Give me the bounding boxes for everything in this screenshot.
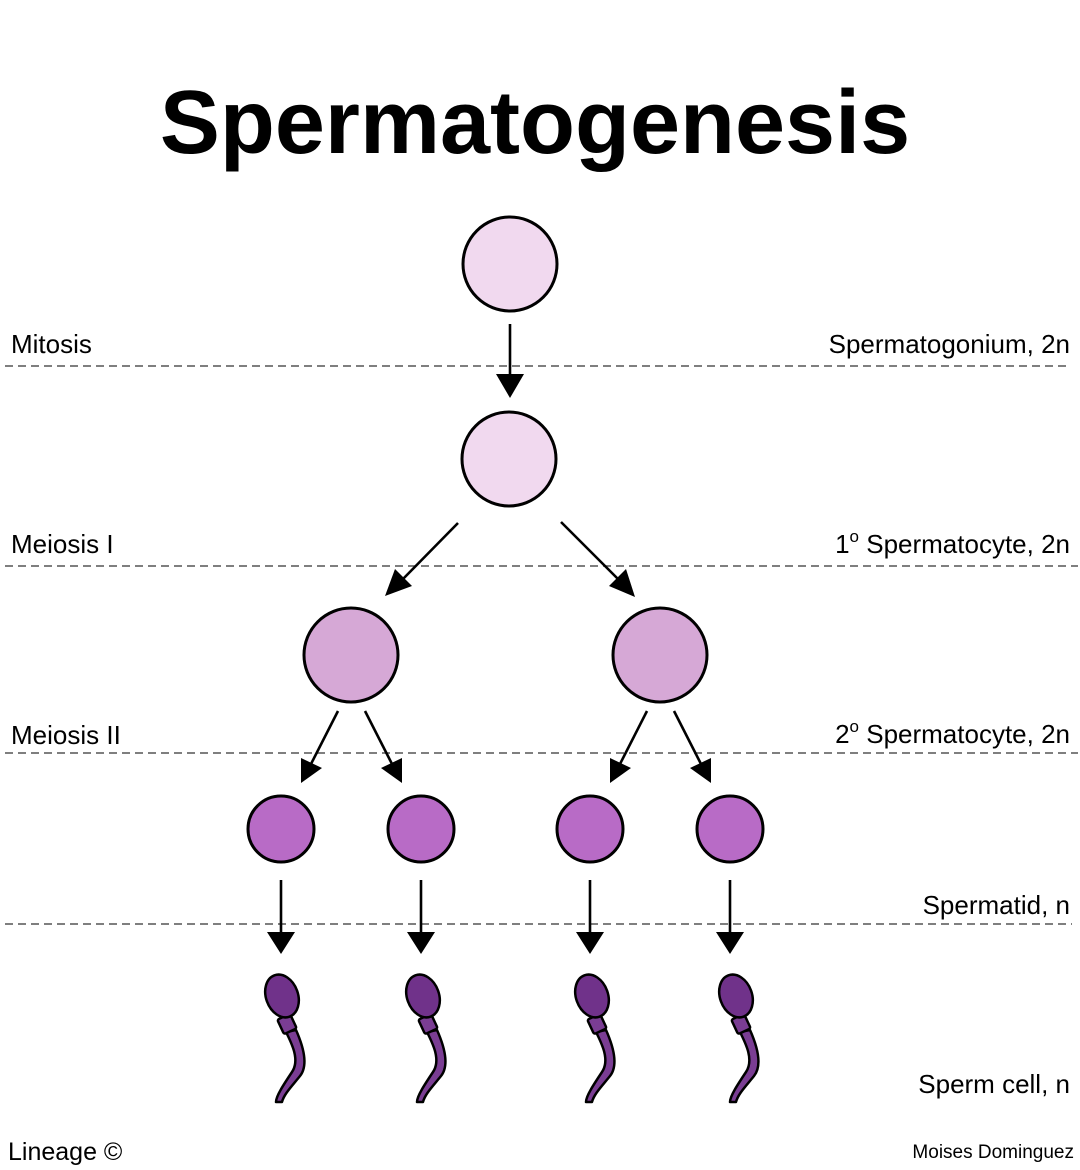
- arrow-meiosis-1-left: [385, 522, 459, 596]
- arrow-spermiogenesis: [716, 880, 744, 954]
- stage-label-primary-spermatocyte: 1o Spermatocyte, 2n: [835, 527, 1070, 559]
- arrow-meiosis-2: [363, 710, 402, 783]
- secondary-spermatocyte-cell: [302, 606, 400, 704]
- arrow-meiosis-1-right: [560, 521, 635, 597]
- arrow-spermiogenesis: [576, 880, 604, 954]
- arrow-spermiogenesis: [407, 880, 435, 954]
- stage-label-sperm-cell: Sperm cell, n: [918, 1069, 1070, 1099]
- arrow-meiosis-2: [301, 710, 340, 783]
- sperm-cell-icon: [258, 968, 306, 1104]
- spermatid-cell: [246, 794, 316, 864]
- phase-label-meiosis-2: Meiosis II: [11, 720, 121, 750]
- author-credit: Moises Dominguez: [912, 1142, 1074, 1163]
- primary-spermatocyte-cell: [460, 410, 558, 508]
- diagram-title: Spermatogenesis: [160, 73, 910, 173]
- secondary-spermatocyte-cell: [611, 606, 709, 704]
- arrow-mitosis: [496, 324, 524, 398]
- spermatogonium-cell: [461, 215, 559, 313]
- stage-label-spermatogonium: Spermatogonium, 2n: [829, 329, 1070, 359]
- sperm-cell-icon: [712, 968, 760, 1104]
- lineage-credit: Lineage ©: [8, 1138, 123, 1166]
- stage-label-spermatid: Spermatid, n: [923, 890, 1070, 920]
- spermatid-cell: [555, 794, 625, 864]
- arrow-meiosis-2: [610, 710, 649, 783]
- phase-label-mitosis: Mitosis: [11, 329, 92, 359]
- arrow-spermiogenesis: [267, 880, 295, 954]
- spermatid-cell: [386, 794, 456, 864]
- spermatid-cell: [695, 794, 765, 864]
- sperm-cell-icon: [568, 968, 616, 1104]
- phase-label-meiosis-1: Meiosis I: [11, 529, 114, 559]
- arrow-meiosis-2: [672, 710, 711, 783]
- sperm-cell-icon: [399, 968, 447, 1104]
- stage-label-secondary-spermatocyte: 2o Spermatocyte, 2n: [835, 717, 1070, 749]
